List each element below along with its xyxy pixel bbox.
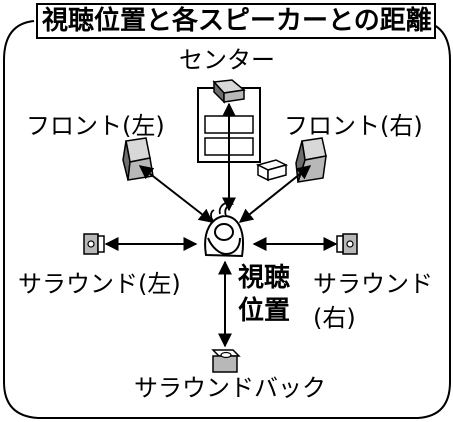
surround-left-speaker <box>83 233 105 255</box>
label-surround-right-line2: (右) <box>313 304 356 332</box>
label-surround-left: サラウンド(左) <box>18 270 181 298</box>
distance-arrows <box>104 102 338 348</box>
label-front-right: フロント(右) <box>284 112 423 140</box>
label-listening-position-line1: 視聴 <box>238 263 291 293</box>
room-frame <box>3 20 451 419</box>
arrow-front-right <box>238 165 312 223</box>
surround-right-speaker <box>336 233 358 255</box>
title-box: 視聴位置と各スピーカーとの距離 <box>36 3 436 39</box>
listener-icon <box>204 201 244 258</box>
subwoofer <box>255 159 289 182</box>
label-surround-back: サラウンドバック <box>134 374 326 402</box>
front-right-speaker <box>295 137 327 183</box>
diagram-title: 視聴位置と各スピーカーとの距離 <box>42 6 432 36</box>
label-center: センター <box>179 46 275 74</box>
label-surround-right-line1: サラウンド <box>313 270 433 298</box>
label-front-left: フロント(左) <box>26 112 165 140</box>
center-speaker <box>212 79 246 104</box>
arrow-front-left <box>138 165 214 223</box>
label-listening-position-line2: 位置 <box>238 296 291 326</box>
surround-back-speaker <box>211 349 241 373</box>
